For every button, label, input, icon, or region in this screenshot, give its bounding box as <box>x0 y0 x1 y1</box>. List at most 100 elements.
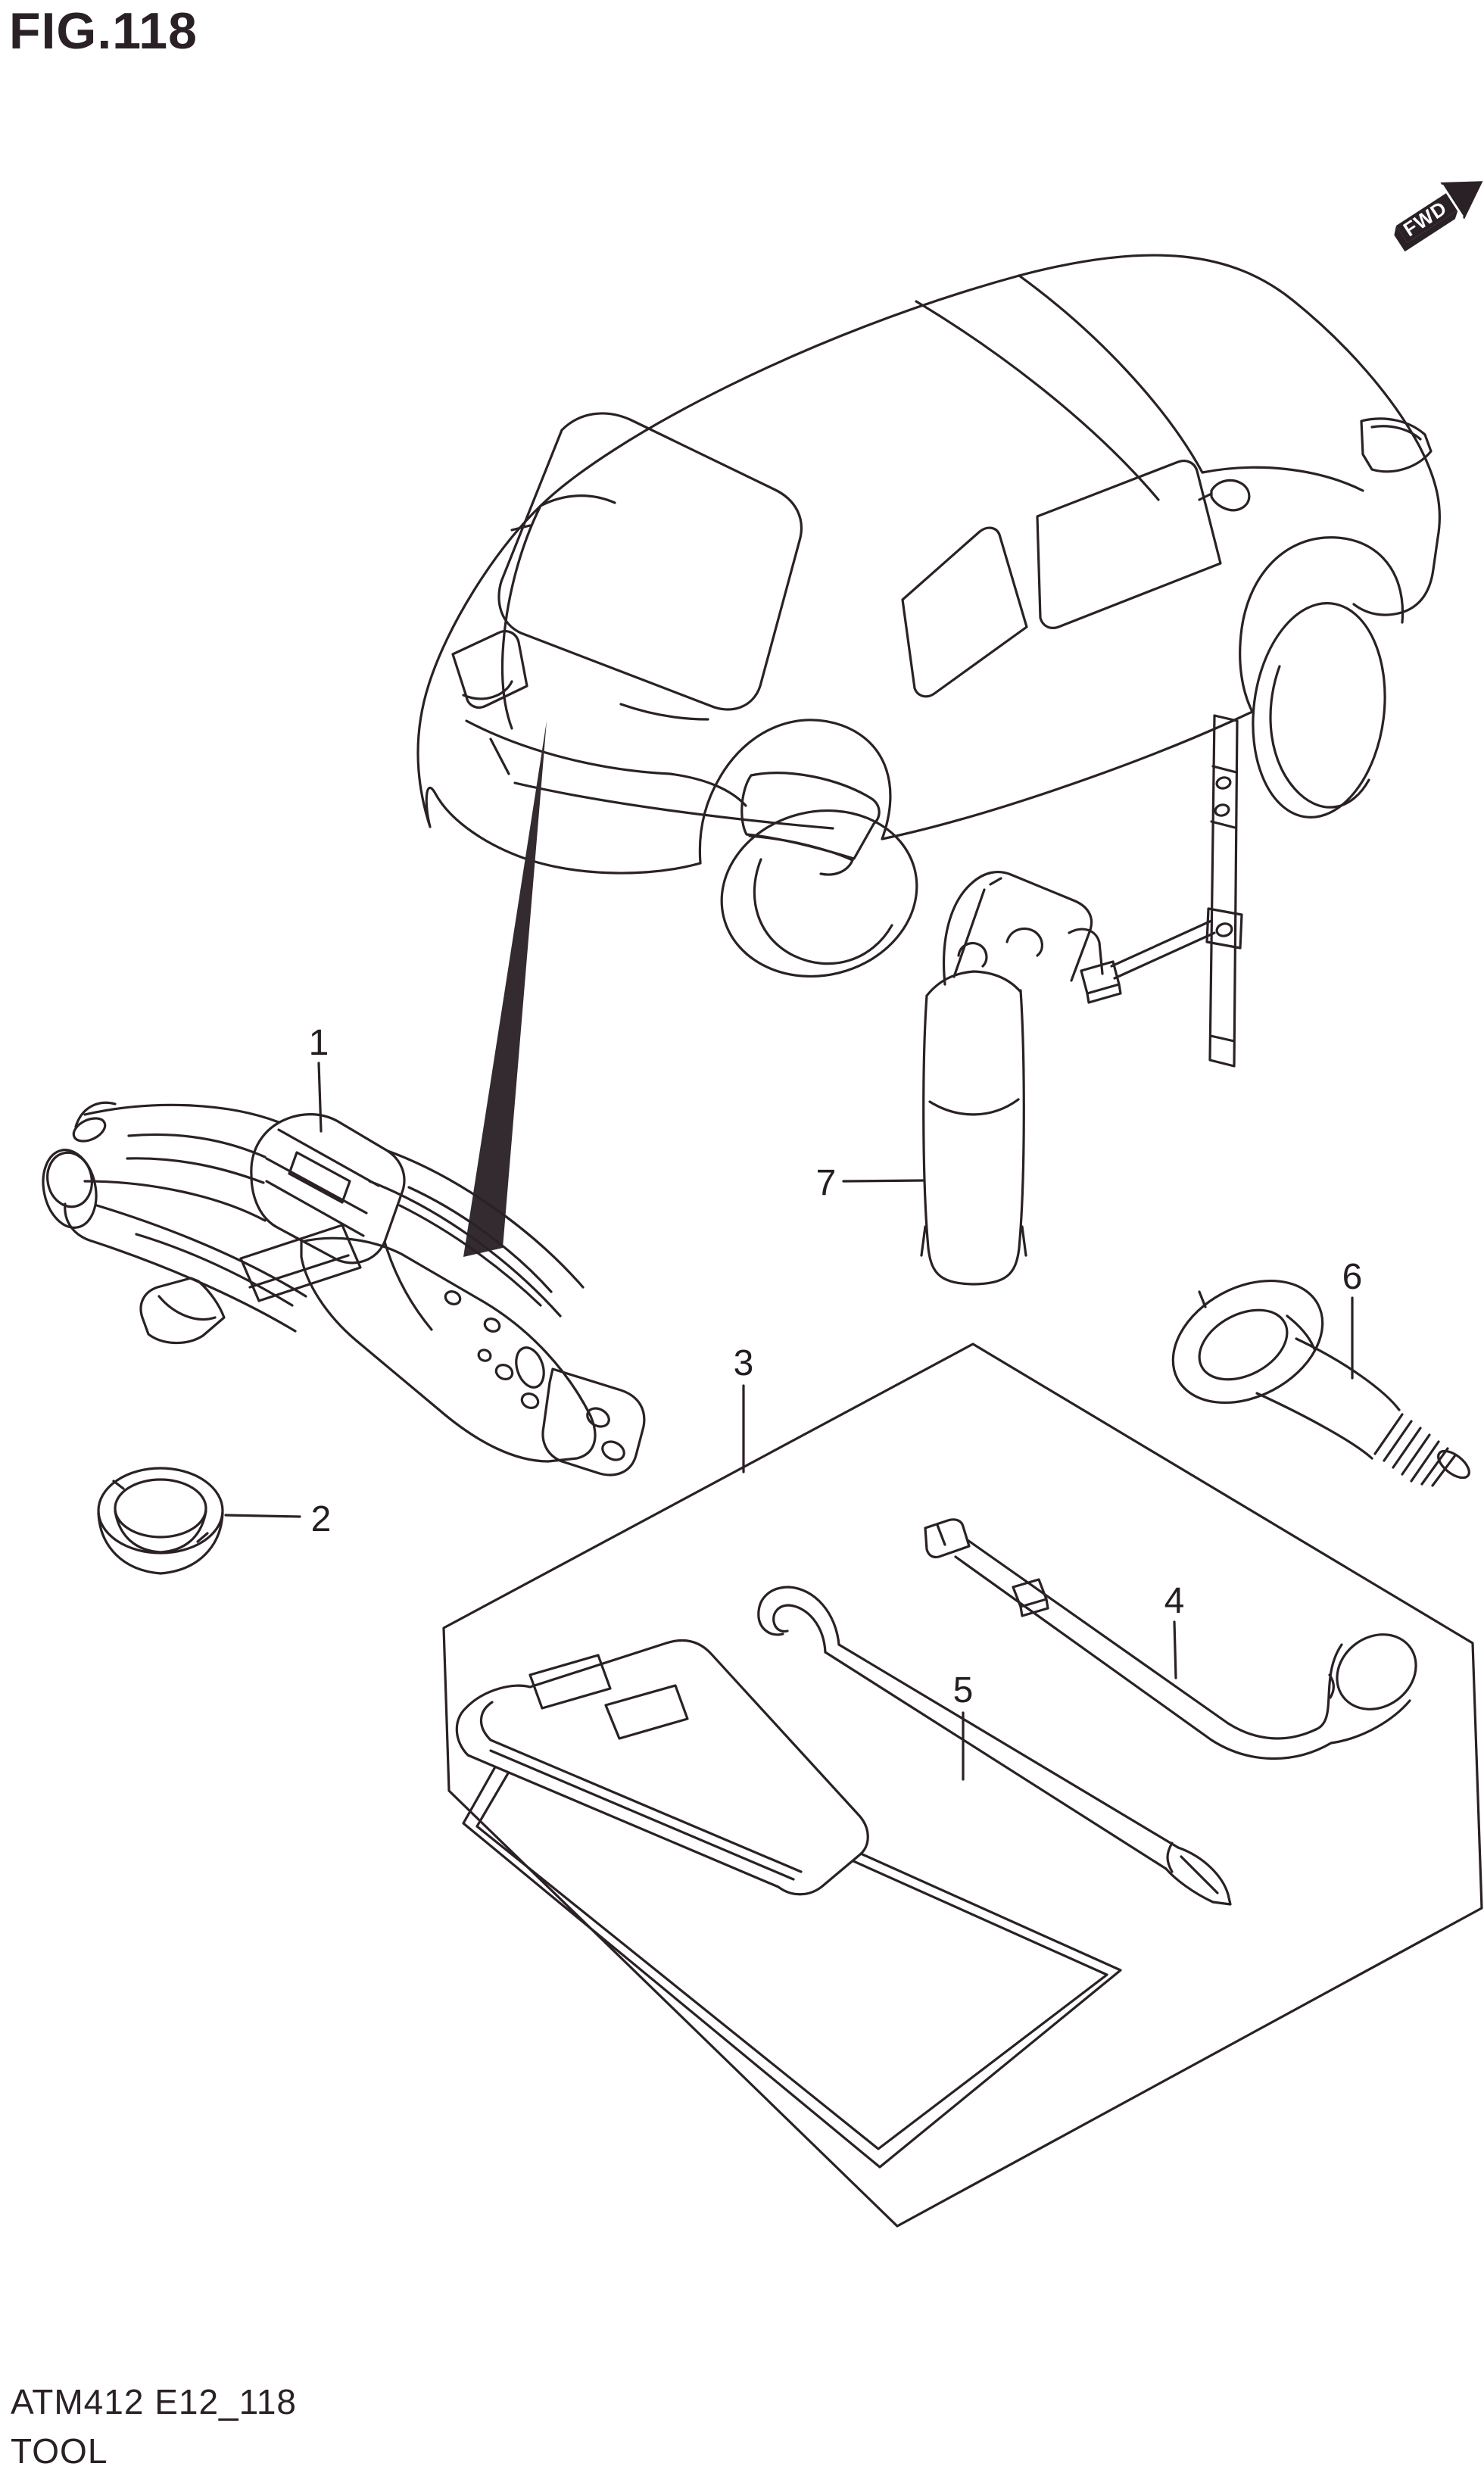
car-rear-wheel <box>720 809 918 978</box>
ring-outer-bottom <box>97 1511 224 1575</box>
wrench-pry-tip <box>924 1518 971 1559</box>
figure-title: FIG.118 <box>9 2 198 60</box>
jack-base-plate <box>239 1224 362 1302</box>
strip-bracket <box>1205 907 1243 950</box>
callout-1-number: 1 <box>309 1023 329 1063</box>
bracket-strip <box>1208 714 1239 1068</box>
callout-2-number: 2 <box>311 1499 332 1539</box>
callout-2-leader <box>224 1514 301 1518</box>
car-rear-window <box>497 412 803 711</box>
callout-7-number: 7 <box>816 1163 837 1203</box>
ring-ticks <box>112 1480 209 1543</box>
jack-clevis-hole-1 <box>586 1407 610 1428</box>
car-illustration <box>416 254 1442 978</box>
callout-2: 2 <box>224 1499 332 1539</box>
callout-3-number: 3 <box>734 1343 754 1383</box>
tray-outline <box>442 1342 1483 2228</box>
jack-handle-illustration <box>757 1586 1232 1906</box>
car-body-outline <box>416 254 1442 875</box>
car-mirror <box>1198 479 1251 512</box>
callout-1-leader <box>317 1062 323 1133</box>
bag-flap-seam <box>479 1701 803 1881</box>
car-door-window <box>1036 460 1222 629</box>
callout-3: 3 <box>734 1343 754 1473</box>
car-quarter-window <box>901 526 1028 698</box>
strip-bracket-hole <box>1215 922 1233 937</box>
ring-outer-top <box>97 1467 224 1555</box>
spacer-ring-illustration <box>97 1467 224 1575</box>
scissor-jack-illustration <box>42 1101 646 1477</box>
tray-mat-inner <box>475 1719 1108 2150</box>
tow-hook-illustration <box>1171 1279 1470 1487</box>
footer-code: ATM412 E12_118 <box>11 2382 297 2421</box>
callout-5-number: 5 <box>953 1670 974 1710</box>
jack-floor-bracket <box>139 1277 226 1345</box>
wrench-elbow <box>1210 1722 1333 1760</box>
jack-second-arm <box>368 1149 585 1318</box>
footer-title: TOOL <box>11 2431 108 2471</box>
car-bumper-lines <box>465 703 834 830</box>
callout-6: 6 <box>1342 1257 1363 1380</box>
clamp-u-bolt <box>1068 928 1122 1004</box>
jack-roller-cap <box>72 1117 107 1143</box>
car-headlight <box>1360 417 1433 473</box>
wrench-socket-opening <box>1336 1633 1417 1710</box>
car-right-taillight <box>740 772 881 876</box>
rod-hook-end <box>757 1586 840 1654</box>
bag-outline <box>455 1639 869 1896</box>
tool-tray-illustration <box>442 1342 1483 2228</box>
canister-body <box>920 970 1027 1286</box>
jack-roller-outer <box>42 1149 98 1229</box>
tool-bag-illustration <box>455 1639 869 1896</box>
clamp-ears <box>957 927 1043 968</box>
jack-pin-washer <box>515 1346 545 1389</box>
pointer-wedge <box>463 721 547 1257</box>
tow-hook-end-cap <box>1437 1449 1470 1480</box>
jack-hole-5 <box>477 1349 492 1362</box>
clamp-head <box>942 871 1093 986</box>
handle-bar <box>1110 919 1216 980</box>
tow-hook-eye-inner <box>1198 1308 1289 1381</box>
jack-body-slab <box>300 1236 597 1463</box>
callout-4-leader <box>1173 1620 1177 1679</box>
callout-6-number: 6 <box>1342 1257 1363 1297</box>
car-windshield-lines <box>915 274 1364 501</box>
ring-inner-bottom <box>114 1510 207 1554</box>
tow-hook-shank <box>1198 1290 1401 1460</box>
wrench-shaft <box>954 1539 1230 1742</box>
rod-blade-tip <box>1164 1841 1232 1906</box>
callout-4: 4 <box>1164 1581 1185 1679</box>
callout-1: 1 <box>309 1023 329 1133</box>
jack-hole-4 <box>520 1392 540 1409</box>
tray-mat-outer <box>462 1704 1122 2169</box>
car-rear-pillar <box>500 494 616 730</box>
car-rear-wheel-rim <box>753 858 893 965</box>
callout-7-leader <box>842 1179 925 1183</box>
tow-hook-threads <box>1373 1413 1457 1487</box>
jack-hole-3 <box>494 1364 514 1380</box>
jack-clevis <box>541 1367 646 1477</box>
wrench-socket-body <box>1314 1643 1411 1745</box>
callout-7: 7 <box>816 1163 925 1203</box>
car-left-taillight <box>451 630 528 709</box>
callout-4-number: 4 <box>1164 1581 1185 1621</box>
jack-hole-2 <box>483 1318 501 1333</box>
jack-upper-arm <box>74 1101 280 1222</box>
rod-shaft <box>824 1643 1180 1870</box>
bag-patch-1 <box>528 1654 612 1710</box>
car-front-wheel <box>1252 602 1386 819</box>
wrench-slider <box>1012 1578 1049 1617</box>
ring-inner <box>114 1478 207 1539</box>
jack-saddle <box>250 1113 406 1265</box>
callout-5: 5 <box>953 1670 974 1781</box>
wheel-wrench-illustration <box>924 1518 1417 1760</box>
jack-clevis-hole-2 <box>601 1440 625 1461</box>
jack-roller-inner <box>46 1151 93 1208</box>
tow-hook-eye-outer <box>1171 1279 1324 1405</box>
car-front-wheel-rim <box>1269 665 1370 809</box>
strip-hole-1 <box>1215 776 1232 790</box>
fwd-arrow-icon: FWD <box>1394 181 1483 252</box>
callouts: 1 2 3 4 5 6 7 <box>224 1023 1363 1781</box>
